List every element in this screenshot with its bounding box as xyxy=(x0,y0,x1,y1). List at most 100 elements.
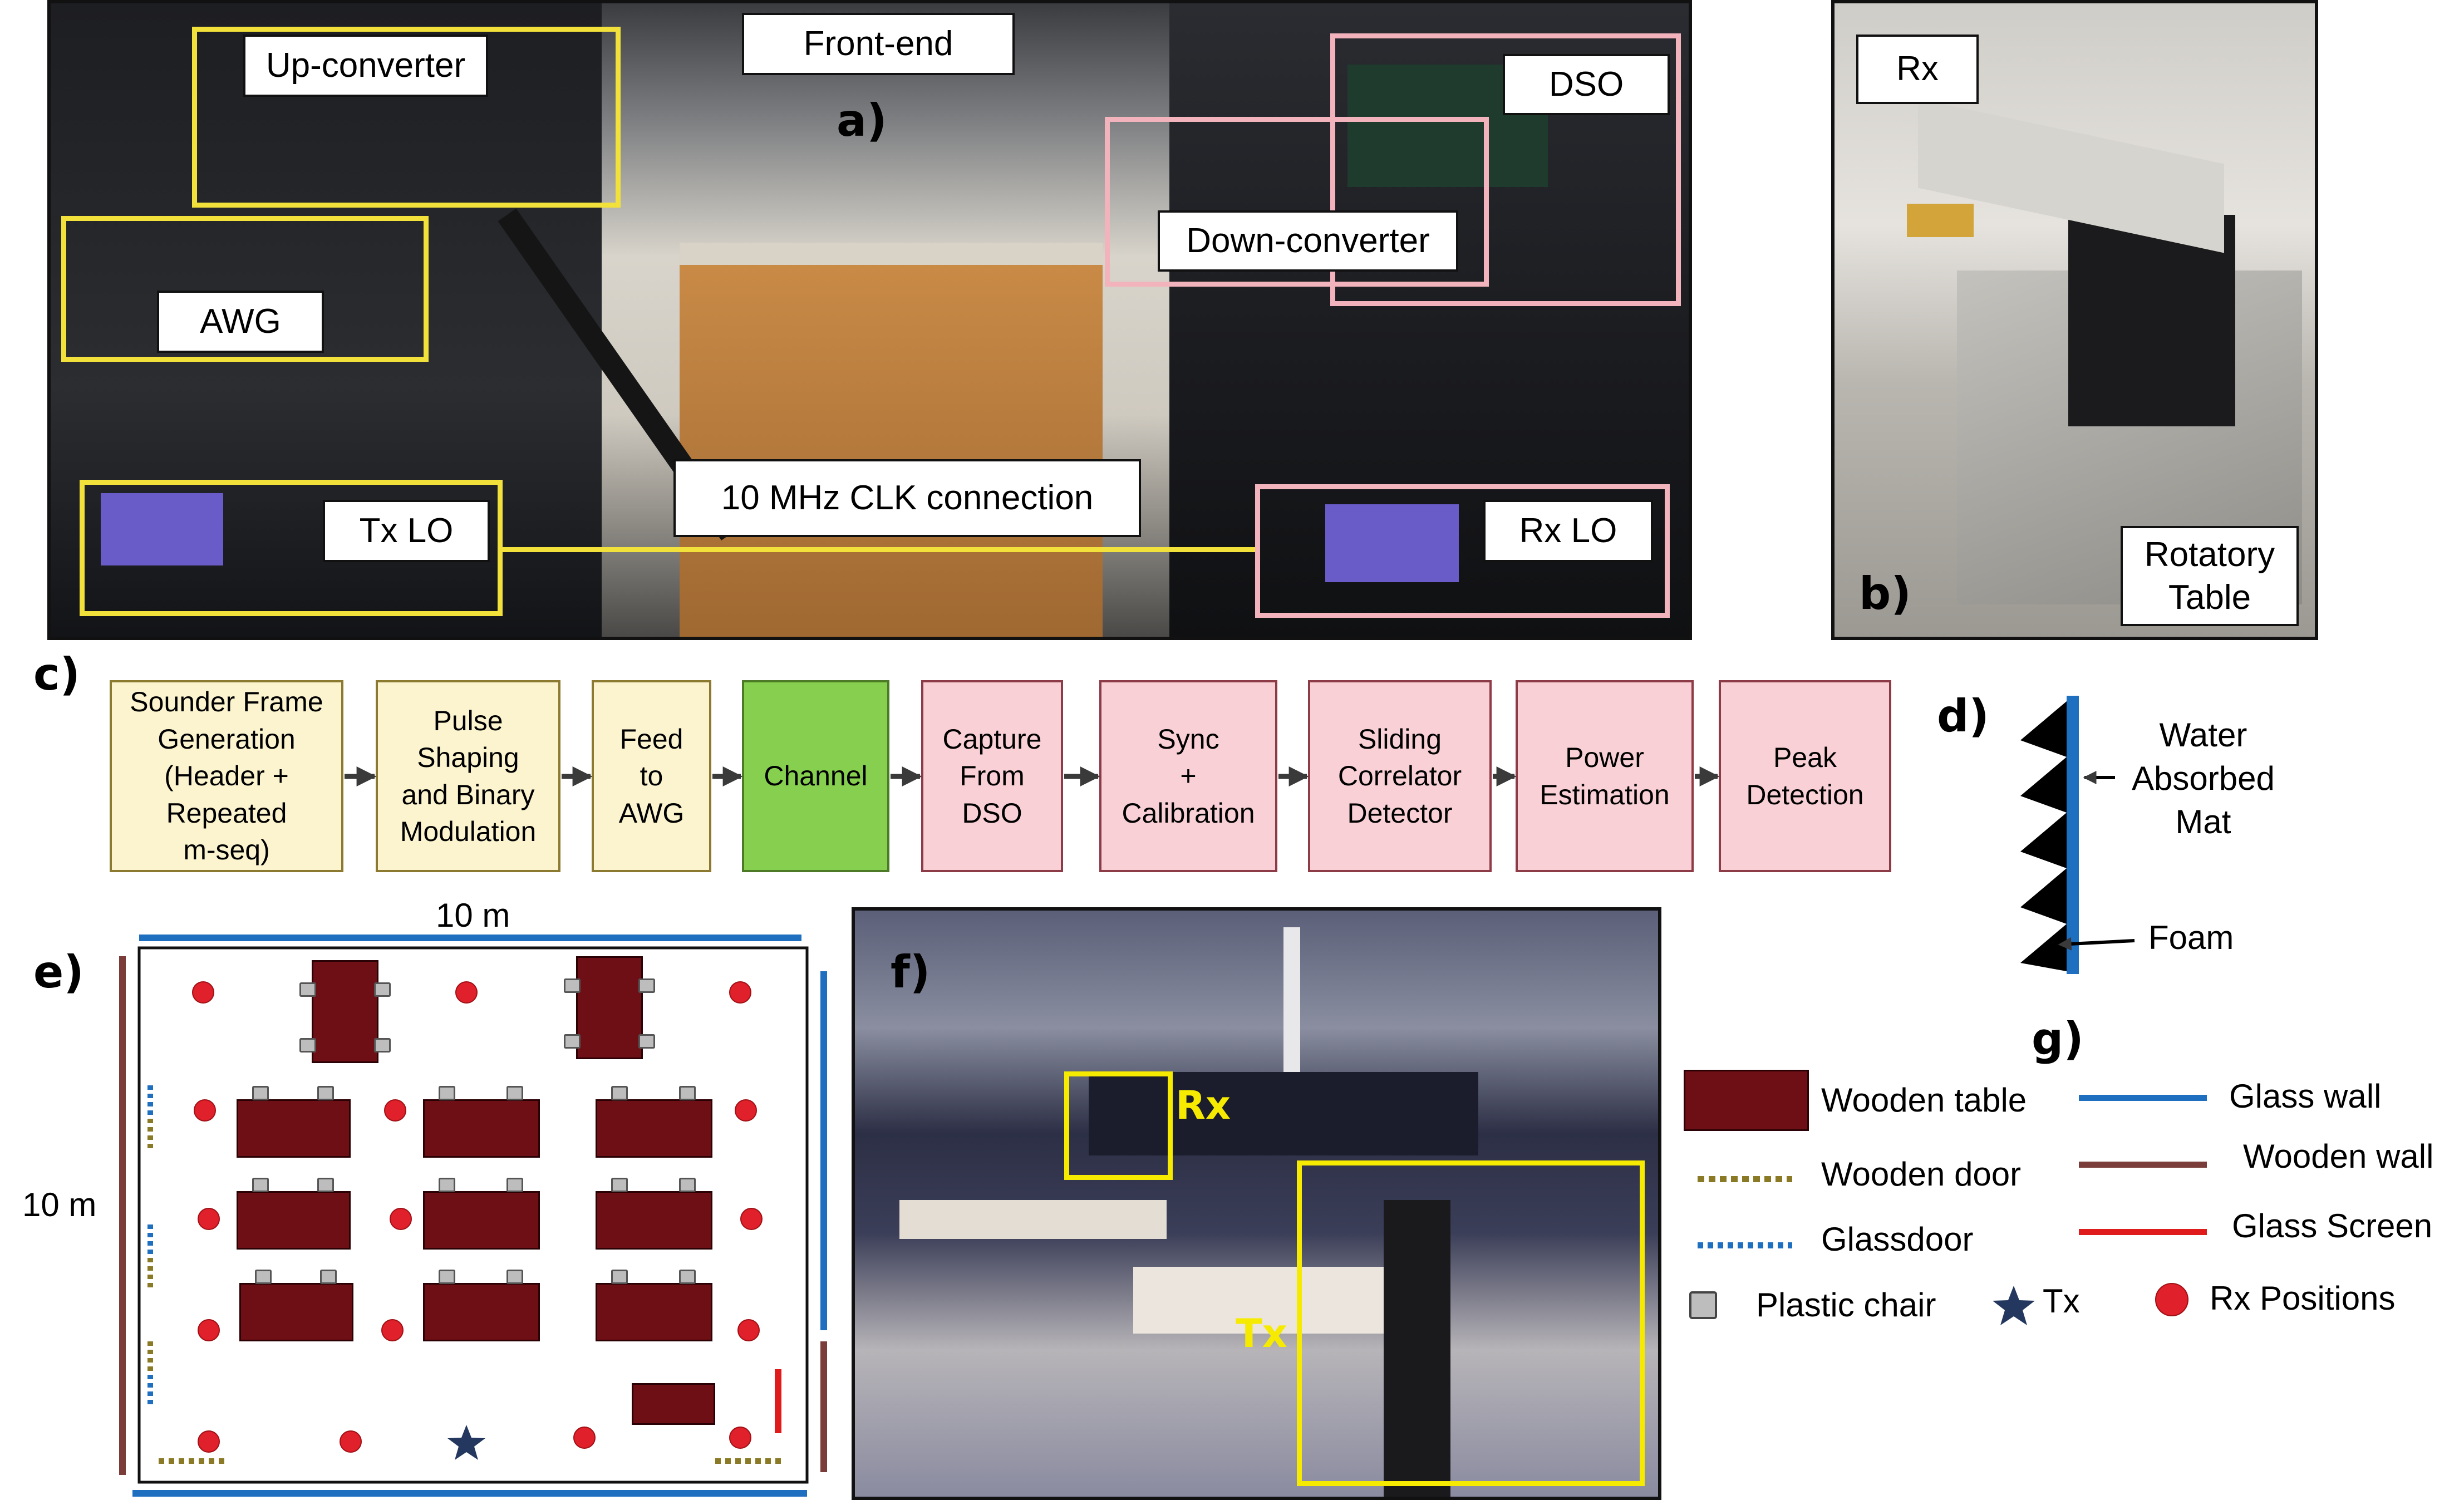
plastic-chair xyxy=(611,1086,628,1100)
legend-rx-positions-label: Rx Positions xyxy=(2210,1280,2396,1317)
wooden-table xyxy=(632,1383,715,1425)
block-sync-calibration: Sync + Calibration xyxy=(1099,680,1277,872)
plastic-chair xyxy=(299,982,316,997)
label-tx-photo: Tx xyxy=(1236,1311,1287,1356)
panel-label-a: a) xyxy=(837,95,887,146)
highlight-tx-photo xyxy=(1297,1160,1645,1486)
plastic-chair xyxy=(611,1270,628,1284)
label-up-converter: Up-converter xyxy=(243,35,488,97)
legend-wooden-door-swatch xyxy=(1698,1176,1792,1182)
wooden-table xyxy=(596,1191,712,1250)
label-down-converter: Down-converter xyxy=(1158,210,1458,272)
highlight-tx-lo xyxy=(80,480,503,616)
plastic-chair xyxy=(638,1034,655,1049)
rx-position-dot xyxy=(737,1319,760,1341)
label-dso: DSO xyxy=(1503,54,1670,115)
wooden-table xyxy=(312,960,378,1063)
arrow-foam xyxy=(2058,937,2135,951)
legend-glass-screen-swatch xyxy=(2079,1229,2207,1235)
highlight-rx-lo xyxy=(1255,484,1670,618)
plastic-chair xyxy=(317,1086,334,1100)
plastic-chair xyxy=(439,1086,455,1100)
block-sounder-frame-generation: Sounder Frame Generation (Header + Repea… xyxy=(110,680,343,872)
wooden-cabinet xyxy=(680,243,1103,637)
rx-position-dot xyxy=(455,981,478,1004)
tx-star xyxy=(447,1425,485,1460)
wooden-table xyxy=(239,1283,353,1341)
rx-horn-antenna xyxy=(1907,204,1974,237)
plastic-chair xyxy=(252,1086,269,1100)
rx-position-dot xyxy=(735,1099,757,1122)
highlight-dso xyxy=(1330,33,1681,306)
photo-measurement-room xyxy=(852,907,1661,1500)
plastic-chair xyxy=(638,978,655,993)
highlight-rx-photo xyxy=(1064,1071,1173,1180)
legend-glassdoor-label: Glassdoor xyxy=(1821,1221,1974,1258)
legend-glass-wall-swatch xyxy=(2079,1095,2207,1101)
rx-position-dot xyxy=(740,1208,763,1230)
plastic-chair xyxy=(564,1034,581,1049)
plastic-chair xyxy=(252,1178,269,1192)
legend-plastic-chair-label: Plastic chair xyxy=(1756,1286,1936,1324)
legend-plastic-chair-swatch xyxy=(1689,1291,1717,1319)
legend-wooden-table-label: Wooden table xyxy=(1821,1081,2027,1119)
legend-wooden-table-swatch xyxy=(1684,1070,1809,1131)
rx-position-dot xyxy=(198,1430,220,1453)
plastic-chair xyxy=(439,1178,455,1192)
rx-position-dot xyxy=(729,981,751,1004)
wooden-table xyxy=(596,1283,712,1341)
wooden-table xyxy=(237,1191,351,1250)
highlight-up-converter xyxy=(192,27,621,208)
label-front-end: Front-end xyxy=(742,13,1015,75)
panel-label-c: c) xyxy=(33,648,80,700)
plastic-chair xyxy=(679,1270,696,1284)
legend-glassdoor-swatch xyxy=(1698,1242,1792,1248)
legend-rx-positions-swatch xyxy=(2155,1283,2188,1316)
mat-foam-label: Foam xyxy=(2148,919,2234,956)
plastic-chair xyxy=(299,1038,316,1053)
rx-position-dot xyxy=(390,1208,412,1230)
mat-water-label: Water Absorbed Mat xyxy=(2132,716,2275,840)
label-rotatory-table: Rotatory Table xyxy=(2121,526,2299,626)
rx-position-dot xyxy=(192,981,214,1004)
legend-wooden-door-label: Wooden door xyxy=(1821,1155,2022,1193)
plastic-chair xyxy=(506,1270,523,1284)
legend-tx-label: Tx xyxy=(2043,1282,2080,1320)
ceiling-light xyxy=(1283,927,1300,1072)
plastic-chair xyxy=(506,1178,523,1192)
label-clk-connection: 10 MHz CLK connection xyxy=(673,459,1141,537)
rx-position-dot xyxy=(340,1430,362,1453)
wooden-table xyxy=(596,1099,712,1158)
wooden-table xyxy=(237,1099,351,1158)
legend-tx-star-icon xyxy=(1993,1286,2035,1325)
rx-position-dot xyxy=(573,1427,596,1449)
highlight-awg xyxy=(61,216,429,362)
block-channel: Channel xyxy=(742,680,889,872)
tx-tripod xyxy=(1384,1200,1450,1497)
rx-position-dot xyxy=(194,1099,216,1122)
room-table-2 xyxy=(1133,1267,1423,1334)
block-peak-detection: Peak Detection xyxy=(1719,680,1891,872)
wooden-table xyxy=(423,1099,540,1158)
wooden-table xyxy=(423,1283,540,1341)
water-absorbed-mat xyxy=(2067,696,2079,974)
panel-label-g: g) xyxy=(2032,1013,2084,1065)
plastic-chair xyxy=(255,1270,272,1284)
rotator-body xyxy=(2068,215,2235,426)
wooden-table xyxy=(423,1191,540,1250)
plastic-chair xyxy=(564,978,581,993)
photo-rx-rotatory-table xyxy=(1831,0,2318,640)
plastic-chair xyxy=(611,1178,628,1192)
room-table-1 xyxy=(899,1200,1167,1239)
plastic-chair xyxy=(679,1086,696,1100)
photo-lab-setup xyxy=(47,0,1692,640)
plastic-chair xyxy=(374,1038,391,1053)
clk-connection-line xyxy=(503,547,1260,552)
label-rx: Rx xyxy=(1856,35,1979,104)
label-rx-photo: Rx xyxy=(1176,1083,1231,1128)
plastic-chair xyxy=(317,1178,334,1192)
label-tx-lo: Tx LO xyxy=(323,500,490,562)
wooden-table xyxy=(576,956,643,1059)
rx-lo-screen xyxy=(1325,504,1459,582)
panel-label-d: d) xyxy=(1937,690,1989,742)
